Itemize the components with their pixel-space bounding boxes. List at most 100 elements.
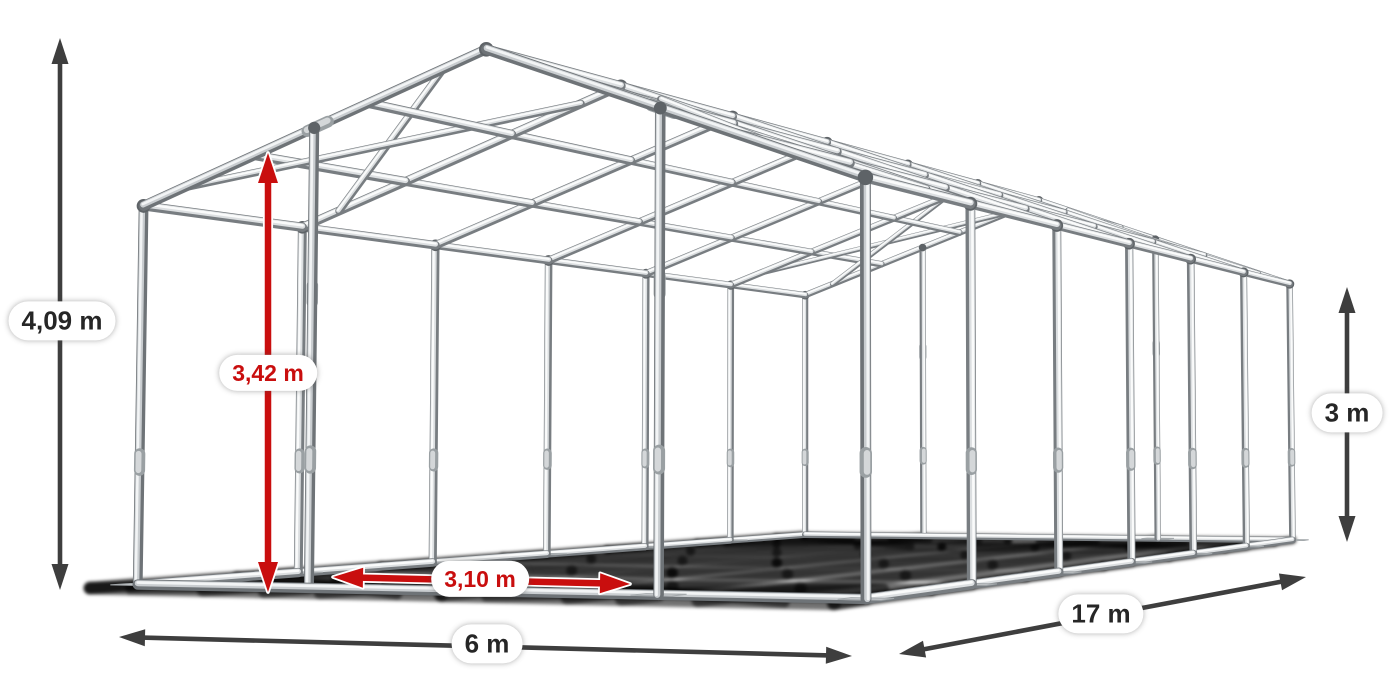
shadow-cast-line <box>860 549 1175 562</box>
frame-tube <box>295 226 302 574</box>
shadow-cast-line <box>771 549 871 568</box>
dimension-arrowhead-base-length <box>899 640 927 658</box>
frame-tube <box>1056 222 1131 244</box>
dim-label-door-height-text: 3,42 m <box>232 359 304 386</box>
shadow-cast-line <box>666 557 783 579</box>
frame-tube <box>1155 238 1160 540</box>
frame-tube <box>907 162 1193 259</box>
steel-frame <box>110 42 1309 605</box>
frame-tube <box>655 106 660 597</box>
shadow-cast-line <box>722 536 983 547</box>
shadow-cast-line <box>899 559 998 581</box>
frame-tube <box>485 45 868 177</box>
dim-label-base-length: 17 m <box>1058 594 1144 634</box>
roof-brace-tube <box>181 101 582 188</box>
frame-tube <box>1057 224 1062 574</box>
dim-label-base-length-text: 17 m <box>1071 598 1131 629</box>
frame-tube <box>545 544 646 554</box>
frame-tube <box>729 532 806 540</box>
frame-tube <box>804 532 1294 540</box>
shadow-cast-line <box>878 550 970 569</box>
frame-joint <box>308 121 321 134</box>
shadow-cast-line <box>987 550 1072 571</box>
frame-tube <box>730 235 813 252</box>
shadow-cast-line <box>1061 543 1135 561</box>
frame-tube <box>1242 270 1291 284</box>
frame-tube <box>434 242 550 261</box>
frame-tube <box>1244 271 1249 548</box>
frame-tube <box>971 202 976 586</box>
frame-tube <box>1192 543 1248 554</box>
frame-tube <box>297 559 434 572</box>
roof-brace-tube <box>831 194 948 284</box>
dim-label-side-height: 3 m <box>1311 393 1383 433</box>
frame-tube <box>367 100 514 134</box>
frame-joint <box>653 101 667 115</box>
dimension-arrowhead-door-width <box>599 573 630 594</box>
frame-tube <box>1290 283 1295 541</box>
dim-label-door-width-text: 3,10 m <box>444 565 516 592</box>
frame-tube <box>826 139 1131 244</box>
dim-label-side-height-text: 3 m <box>1324 397 1370 428</box>
dimension-arrowhead-base-width <box>825 646 852 664</box>
frame-tube <box>1191 258 1196 555</box>
frame-tube <box>547 140 828 261</box>
frame-tube <box>817 199 895 218</box>
frame-tube <box>1057 559 1133 572</box>
frame-tube <box>864 174 973 204</box>
frame-tube <box>1190 256 1245 272</box>
frame-tube <box>531 200 641 222</box>
shadow-cast-line <box>772 540 863 558</box>
frame-tube <box>1128 241 1193 259</box>
shadow-cast-line <box>860 542 947 559</box>
frame-tube <box>731 113 1059 225</box>
shadow-cast-line <box>677 547 782 566</box>
shadow-cast-line <box>666 568 794 593</box>
dimension-arrowhead-base-length <box>1278 573 1306 591</box>
dimension-arrowhead-side-height <box>1338 516 1356 542</box>
frame-tube <box>866 176 870 601</box>
frame-tube <box>630 158 734 183</box>
frame-tube <box>404 178 534 203</box>
frame-tube <box>433 114 733 245</box>
frame-tube <box>1129 242 1135 564</box>
dim-label-total-height-text: 4,09 m <box>21 305 103 336</box>
frame-tube <box>430 244 435 564</box>
dim-label-door-width: 3,10 m <box>431 560 529 598</box>
shadow-cast-line <box>586 546 696 564</box>
frame-tube <box>134 204 143 586</box>
shadow-cast-line <box>1035 537 1195 553</box>
frame-tube <box>142 202 304 227</box>
dimension-arrowhead-base-width <box>119 629 146 647</box>
frame-tube <box>977 181 1245 273</box>
frame-tube <box>510 131 633 161</box>
frame-tube <box>731 180 820 202</box>
dim-label-door-height: 3,42 m <box>219 354 317 392</box>
frame-tube <box>544 259 549 555</box>
frame-tube <box>864 580 973 599</box>
dimension-arrowhead-total-height <box>51 38 69 64</box>
dimension-arrowhead-door-height <box>258 153 278 183</box>
frame-tube <box>893 216 961 233</box>
dimension-arrowhead-door-height <box>258 562 278 592</box>
roof-brace-tube <box>336 66 444 212</box>
frame-tube <box>969 200 1059 225</box>
shadow-cast-line <box>771 557 1109 572</box>
frame-tube <box>431 551 548 562</box>
frame-tube <box>1245 537 1294 546</box>
frame-joint <box>918 243 927 252</box>
shadow-cast-line <box>666 567 1032 583</box>
frame-tube <box>1130 551 1195 562</box>
dim-label-base-width: 6 m <box>451 624 523 664</box>
frame-tube <box>730 283 807 295</box>
frame-tube <box>923 246 926 537</box>
dim-label-base-width-text: 6 m <box>464 628 510 659</box>
frame-tube <box>642 272 646 548</box>
dim-label-total-height: 4,09 m <box>8 301 116 341</box>
frame-tube <box>638 219 733 238</box>
frame-tube <box>970 569 1060 584</box>
frame-joint <box>857 169 874 186</box>
frame-tube <box>547 258 648 274</box>
